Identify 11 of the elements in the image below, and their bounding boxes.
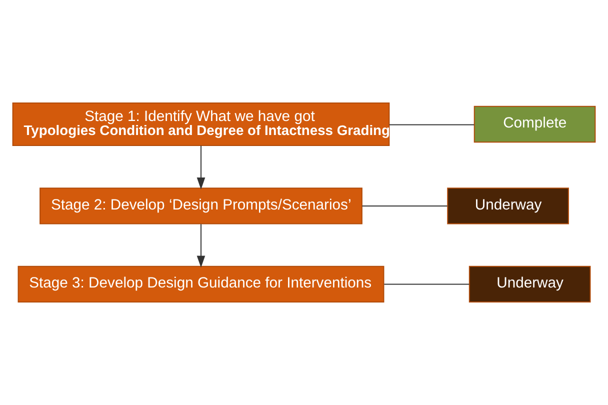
node-box: Underway (447, 188, 569, 224)
node-box: Stage 3: Develop Design Guidance for Interventions (18, 266, 384, 303)
arrow (196, 224, 206, 268)
connector (388, 124, 474, 126)
arrow (196, 145, 206, 190)
node-box: Stage 2: Develop ‘Design Prompts/Scenarios’ (40, 188, 362, 224)
node-box: Stage 1: Identify What we have got Typologies Condition and Degree of Intactness Grading (12, 102, 390, 146)
node-box: Complete (474, 106, 596, 143)
connector (384, 284, 470, 285)
connector (362, 205, 448, 206)
node-box: Underway (468, 266, 591, 303)
